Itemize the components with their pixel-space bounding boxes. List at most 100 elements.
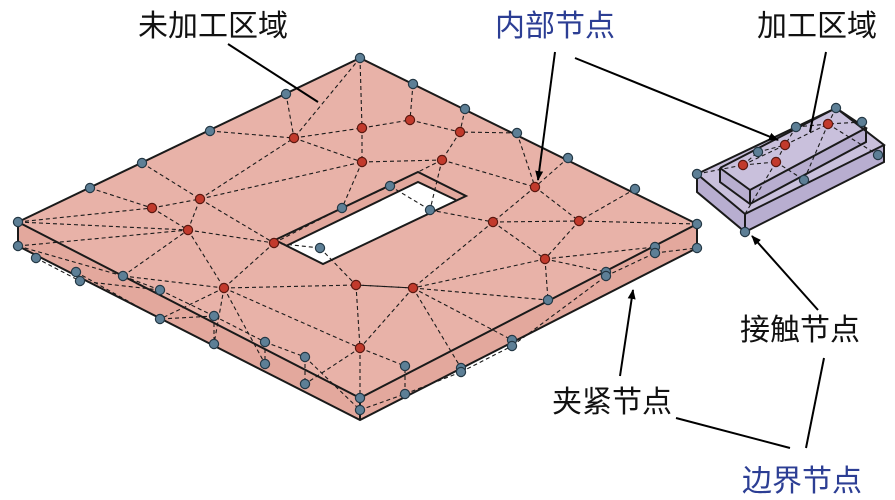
internal-node <box>822 118 834 130</box>
leader-unmachined <box>227 43 319 103</box>
boundary-node <box>691 218 703 230</box>
mesh-edge <box>223 242 275 289</box>
mesh-edge <box>213 315 266 343</box>
boundary-node <box>399 388 411 400</box>
plate-hole <box>275 172 466 264</box>
mesh-edge <box>355 284 361 349</box>
label-clamp-nodes: 夹紧节点 <box>552 385 672 420</box>
internal-node <box>354 342 366 354</box>
mesh-edge <box>122 229 189 277</box>
boundary-node <box>30 252 42 264</box>
boundary-node <box>204 125 216 137</box>
internal-node <box>436 154 448 166</box>
boundary-node <box>314 242 326 254</box>
mesh-edge <box>35 257 81 282</box>
mesh-edge <box>544 220 580 260</box>
mesh-edge <box>223 284 357 289</box>
mesh-edge <box>544 246 656 260</box>
mesh-edge <box>534 157 569 188</box>
boundary-node <box>354 52 366 64</box>
mesh-edge <box>187 229 275 244</box>
boundary-node <box>336 202 348 214</box>
mesh-edge <box>359 347 406 367</box>
mesh-edge <box>827 121 863 125</box>
internal-node <box>487 216 499 228</box>
mesh-edge <box>293 127 363 139</box>
mesh-edge <box>159 287 225 320</box>
mesh-edge <box>319 247 357 286</box>
internal-node <box>182 224 194 236</box>
boundary-node <box>798 174 810 186</box>
label-boundary-nodes: 边界节点 <box>742 464 862 499</box>
mesh-edge <box>460 345 513 373</box>
boundary-node <box>70 266 82 278</box>
mesh-edge <box>534 186 580 222</box>
boundary-node <box>649 247 661 259</box>
block-step-right <box>750 128 866 204</box>
mesh-edge <box>17 207 153 223</box>
mesh-edge <box>209 130 295 139</box>
machined-block <box>696 106 886 234</box>
boundary-node <box>299 378 311 390</box>
boundary-node <box>154 313 166 325</box>
boundary-node <box>752 146 764 158</box>
internal-node <box>454 126 466 138</box>
mesh-edge <box>89 187 153 209</box>
internal-node <box>779 139 791 151</box>
boundary-node <box>542 294 554 306</box>
boundary-node <box>872 149 884 161</box>
boundary-node <box>600 270 612 282</box>
leader-machined <box>809 51 827 133</box>
boundary-node <box>691 168 703 180</box>
internal-node-group <box>146 114 834 354</box>
boundary-node <box>136 157 148 169</box>
mesh-edge <box>159 289 215 317</box>
boundary-node <box>511 127 523 139</box>
mesh-edge <box>544 258 607 273</box>
mesh-edge <box>199 198 275 244</box>
mesh-edge <box>412 287 513 341</box>
leader-clamp <box>619 289 636 377</box>
label-unmachined-region: 未加工区域 <box>138 9 288 44</box>
boundary-node <box>208 310 220 322</box>
boundary-node <box>790 121 802 133</box>
internal-node <box>218 282 230 294</box>
boundary-node <box>506 340 518 352</box>
boundary-node <box>117 270 129 282</box>
boundary-node <box>856 116 868 128</box>
boundary-node <box>12 240 24 252</box>
internal-node <box>268 237 280 249</box>
boundary-node <box>12 216 24 228</box>
mesh-edge <box>359 287 414 349</box>
mesh-edge <box>412 258 546 289</box>
mesh-edge <box>359 393 406 411</box>
block-base-front <box>697 174 745 232</box>
mesh-edge <box>516 132 536 188</box>
leader-internal-block <box>574 57 779 141</box>
mesh-edge <box>409 83 414 121</box>
mesh-edge <box>409 119 461 133</box>
mesh-edge <box>803 123 829 181</box>
boundary-node <box>259 358 271 370</box>
mesh-edge <box>578 188 636 222</box>
internal-node <box>407 282 419 294</box>
mesh-edge <box>744 161 777 215</box>
mesh-edge <box>784 123 829 146</box>
boundary-node <box>84 182 96 194</box>
block-base-right <box>745 145 884 232</box>
internal-node <box>194 193 206 205</box>
mesh-edge <box>696 164 744 175</box>
leader-contact <box>751 235 819 311</box>
mesh-edge <box>151 207 189 231</box>
mesh-edge <box>511 275 607 347</box>
boundary-node <box>459 103 471 115</box>
mesh-edge <box>159 315 215 320</box>
workpiece-plate <box>18 58 697 420</box>
mesh-edge <box>389 185 431 211</box>
mesh-edge <box>654 247 698 254</box>
boundary-node <box>299 351 311 363</box>
mesh-edge <box>17 245 124 277</box>
mesh-edge <box>293 137 363 163</box>
mesh-edge <box>285 93 295 139</box>
boundary-node <box>208 338 220 350</box>
